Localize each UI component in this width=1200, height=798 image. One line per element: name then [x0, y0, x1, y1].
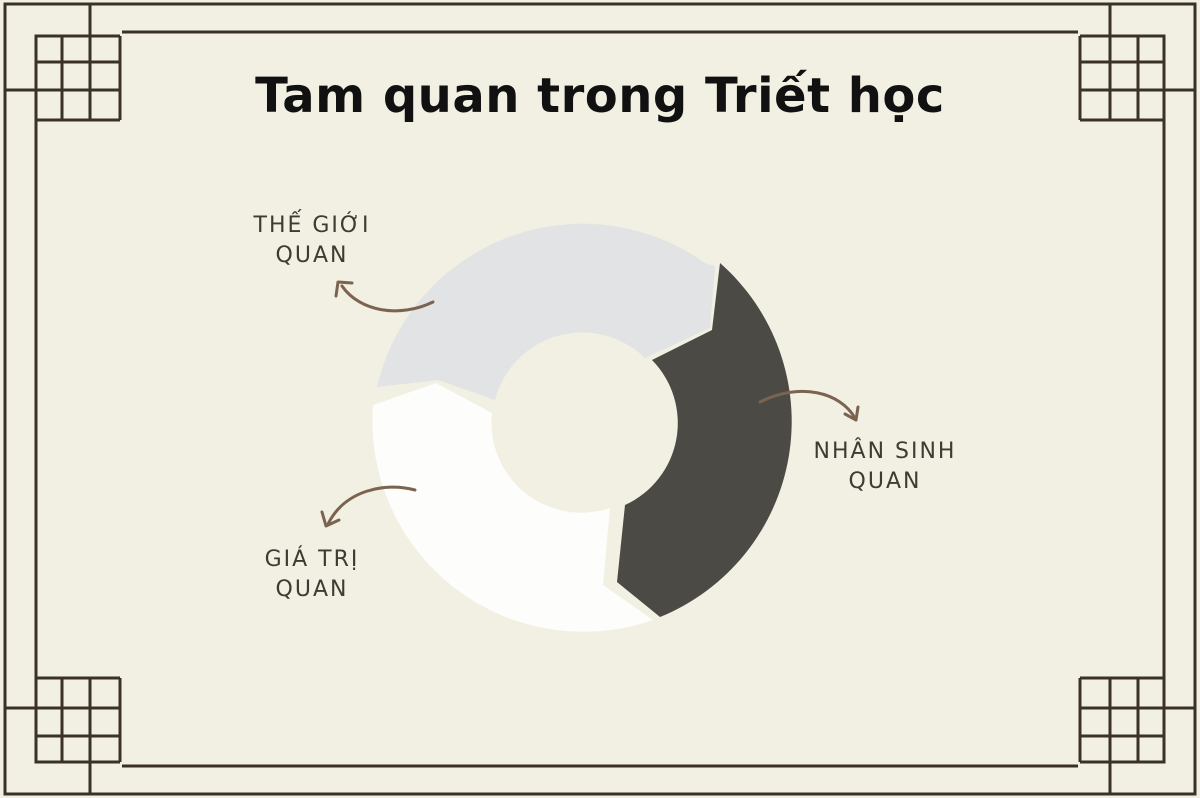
- segment-nhan-sinh-quan: [617, 263, 792, 617]
- label-the-gioi-quan: THẾ GIỚI QUAN: [232, 211, 392, 271]
- segment-the-gioi-quan: [377, 223, 715, 400]
- segment-gia-tri-quan: [372, 383, 653, 632]
- label-line: GIÁ TRỊ: [264, 547, 360, 572]
- label-line: THẾ GIỚI: [253, 213, 371, 238]
- outer-border: [3, 2, 1197, 796]
- label-gia-tri-quan: GIÁ TRỊ QUAN: [232, 545, 392, 605]
- curved-arrow-icon: [334, 280, 435, 313]
- corner-ornament-icon: [5, 676, 122, 793]
- label-line: QUAN: [848, 469, 922, 494]
- label-line: QUAN: [275, 577, 349, 602]
- curved-arrow-icon: [320, 485, 417, 528]
- label-nhan-sinh-quan: NHÂN SINH QUAN: [790, 437, 980, 497]
- label-line: QUAN: [275, 243, 349, 268]
- corner-ornament-icon: [1078, 5, 1195, 122]
- label-line: NHÂN SINH: [813, 439, 957, 464]
- page-title: Tam quan trong Triết học: [255, 68, 945, 124]
- corner-ornament-icon: [5, 5, 122, 122]
- curved-arrow-icon: [758, 389, 860, 422]
- corner-ornament-icon: [1078, 676, 1195, 793]
